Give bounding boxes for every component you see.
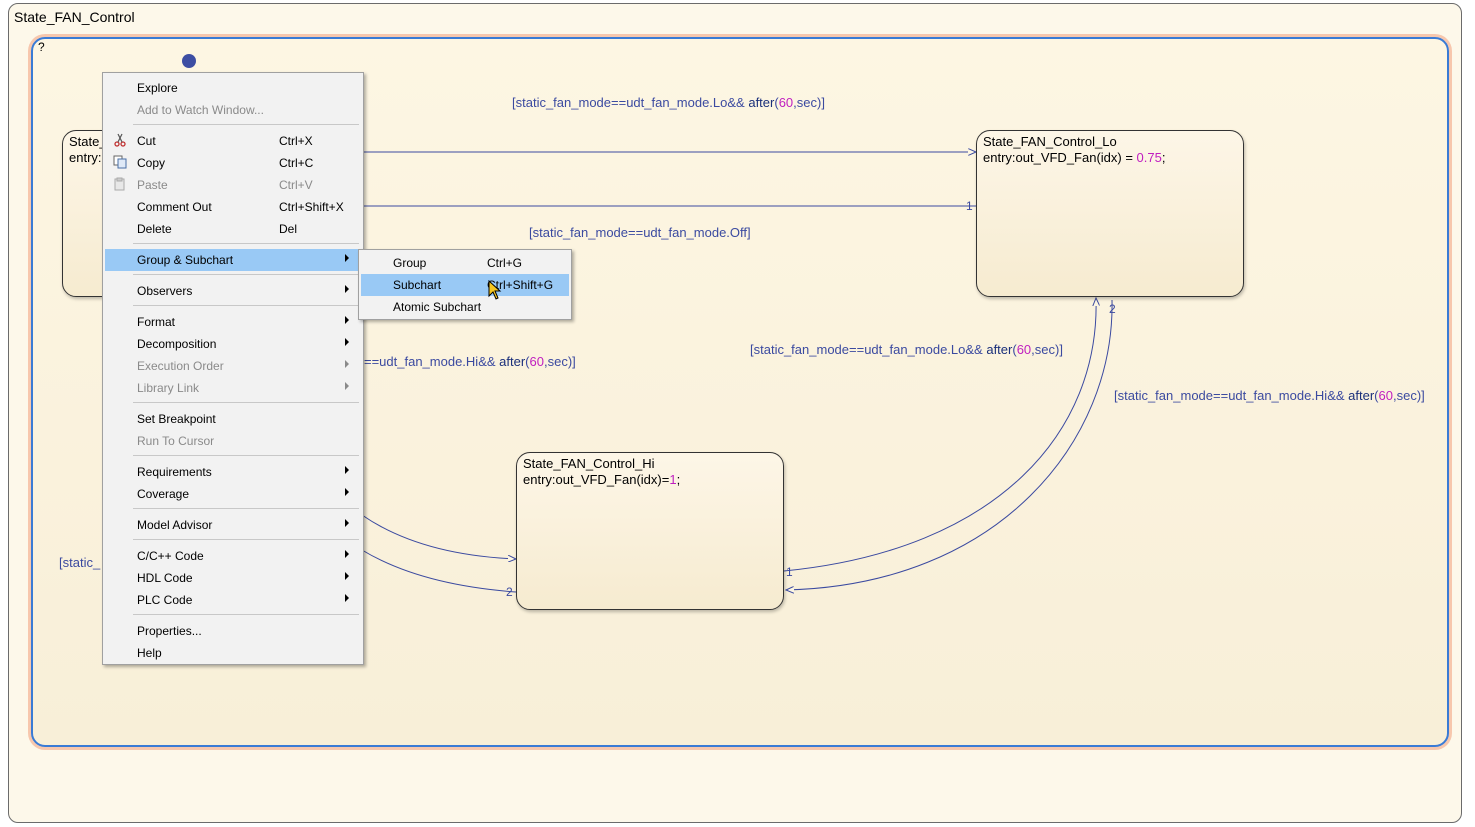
state-hi-name: State_FAN_Control_Hi — [523, 456, 655, 471]
execution-order-hi-right: 1 — [786, 565, 793, 579]
menu-item-observers[interactable]: Observers — [105, 280, 361, 302]
menu-item-help[interactable]: Help — [137, 646, 162, 660]
submenu-arrow-icon — [345, 338, 349, 346]
transition-off-to-hi-lower[interactable] — [361, 549, 517, 593]
menu-separator — [133, 274, 359, 275]
menu-item-hdl-code[interactable]: HDL Code — [105, 567, 361, 589]
copy-icon — [113, 155, 127, 169]
menu-item-plc-code[interactable]: PLC Code — [105, 589, 361, 611]
menu-separator — [133, 508, 359, 509]
submenu-arrow-icon — [345, 594, 349, 602]
menu-separator — [133, 455, 359, 456]
menu-item-library-link[interactable]: Library Link — [105, 377, 361, 399]
transition-label-lo-to-off[interactable]: [static_fan_mode==udt_fan_mode.Off] — [529, 225, 751, 240]
menu-item-explore[interactable]: Explore — [137, 81, 178, 95]
state-lo-entry: entry:out_VFD_Fan(idx) = 0.75; — [983, 150, 1166, 165]
submenu-arrow-icon — [345, 254, 349, 262]
menu-item-set-breakpoint[interactable]: Set Breakpoint — [137, 412, 216, 426]
state-placeholder-label: ? — [38, 40, 45, 54]
transition-label-off-to-lo[interactable]: [static_fan_mode==udt_fan_mode.Lo&& afte… — [512, 95, 825, 110]
submenu-item-atomic-subchart[interactable]: Atomic Subchart — [393, 300, 482, 314]
transition-label-hi-to-off-partial[interactable]: [static_ — [59, 555, 101, 570]
menu-separator — [133, 614, 359, 615]
submenu-arrow-icon — [345, 519, 349, 527]
transition-label-off-to-hi[interactable]: ==udt_fan_mode.Hi&& after(60,sec)] — [364, 354, 576, 369]
menu-item-group-subchart[interactable]: Group & Subchart — [105, 249, 361, 271]
state-hi-entry: entry:out_VFD_Fan(idx)=1; — [523, 472, 681, 487]
state-off-name: State_ — [69, 134, 107, 149]
menu-separator — [133, 402, 359, 403]
menu-item-cpp-code[interactable]: C/C++ Code — [105, 545, 361, 567]
menu-item-add-to-watch[interactable]: Add to Watch Window... — [137, 103, 264, 117]
menu-item-decomposition[interactable]: Decomposition — [105, 333, 361, 355]
submenu-arrow-icon — [345, 466, 349, 474]
menu-item-coverage[interactable]: Coverage — [105, 483, 361, 505]
default-transition-dot[interactable] — [182, 54, 196, 68]
menu-separator — [133, 243, 359, 244]
menu-separator — [133, 539, 359, 540]
transition-hi-to-lo[interactable] — [783, 298, 1096, 572]
menu-item-model-advisor[interactable]: Model Advisor — [105, 514, 361, 536]
scissors-icon — [114, 133, 126, 147]
transition-label-lo-to-hi[interactable]: [static_fan_mode==udt_fan_mode.Hi&& afte… — [1114, 388, 1425, 403]
submenu-arrow-icon — [345, 550, 349, 558]
menu-item-run-to-cursor[interactable]: Run To Cursor — [137, 434, 215, 448]
execution-order-hi-left: 2 — [506, 585, 513, 599]
transition-label-hi-to-lo[interactable]: [static_fan_mode==udt_fan_mode.Lo&& afte… — [750, 342, 1063, 357]
submenu-arrow-icon — [345, 316, 349, 324]
state-fan-control-hi[interactable]: State_FAN_Control_Hi entry:out_VFD_Fan(i… — [516, 452, 784, 610]
chart-title: State_FAN_Control — [14, 9, 135, 25]
state-fan-control-lo[interactable]: State_FAN_Control_Lo entry:out_VFD_Fan(i… — [976, 130, 1244, 297]
state-off-entry: entry: — [69, 150, 102, 165]
submenu-arrow-icon — [345, 360, 349, 368]
mouse-cursor-icon — [488, 280, 502, 300]
menu-separator — [133, 305, 359, 306]
menu-item-format[interactable]: Format — [105, 311, 361, 333]
submenu-arrow-icon — [345, 382, 349, 390]
transition-off-to-hi-upper[interactable] — [361, 514, 516, 559]
menu-item-execution-order[interactable]: Execution Order — [105, 355, 361, 377]
menu-separator — [133, 124, 359, 125]
submenu-arrow-icon — [345, 572, 349, 580]
transition-lo-to-hi[interactable] — [786, 299, 1113, 590]
execution-order-lo-left: 1 — [966, 199, 973, 213]
menu-item-properties[interactable]: Properties... — [137, 624, 202, 638]
menu-item-requirements[interactable]: Requirements — [105, 461, 361, 483]
submenu-arrow-icon — [345, 285, 349, 293]
paste-icon — [114, 177, 125, 191]
execution-order-lo-bottom: 2 — [1109, 302, 1116, 316]
submenu-arrow-icon — [345, 488, 349, 496]
state-lo-name: State_FAN_Control_Lo — [983, 134, 1117, 149]
